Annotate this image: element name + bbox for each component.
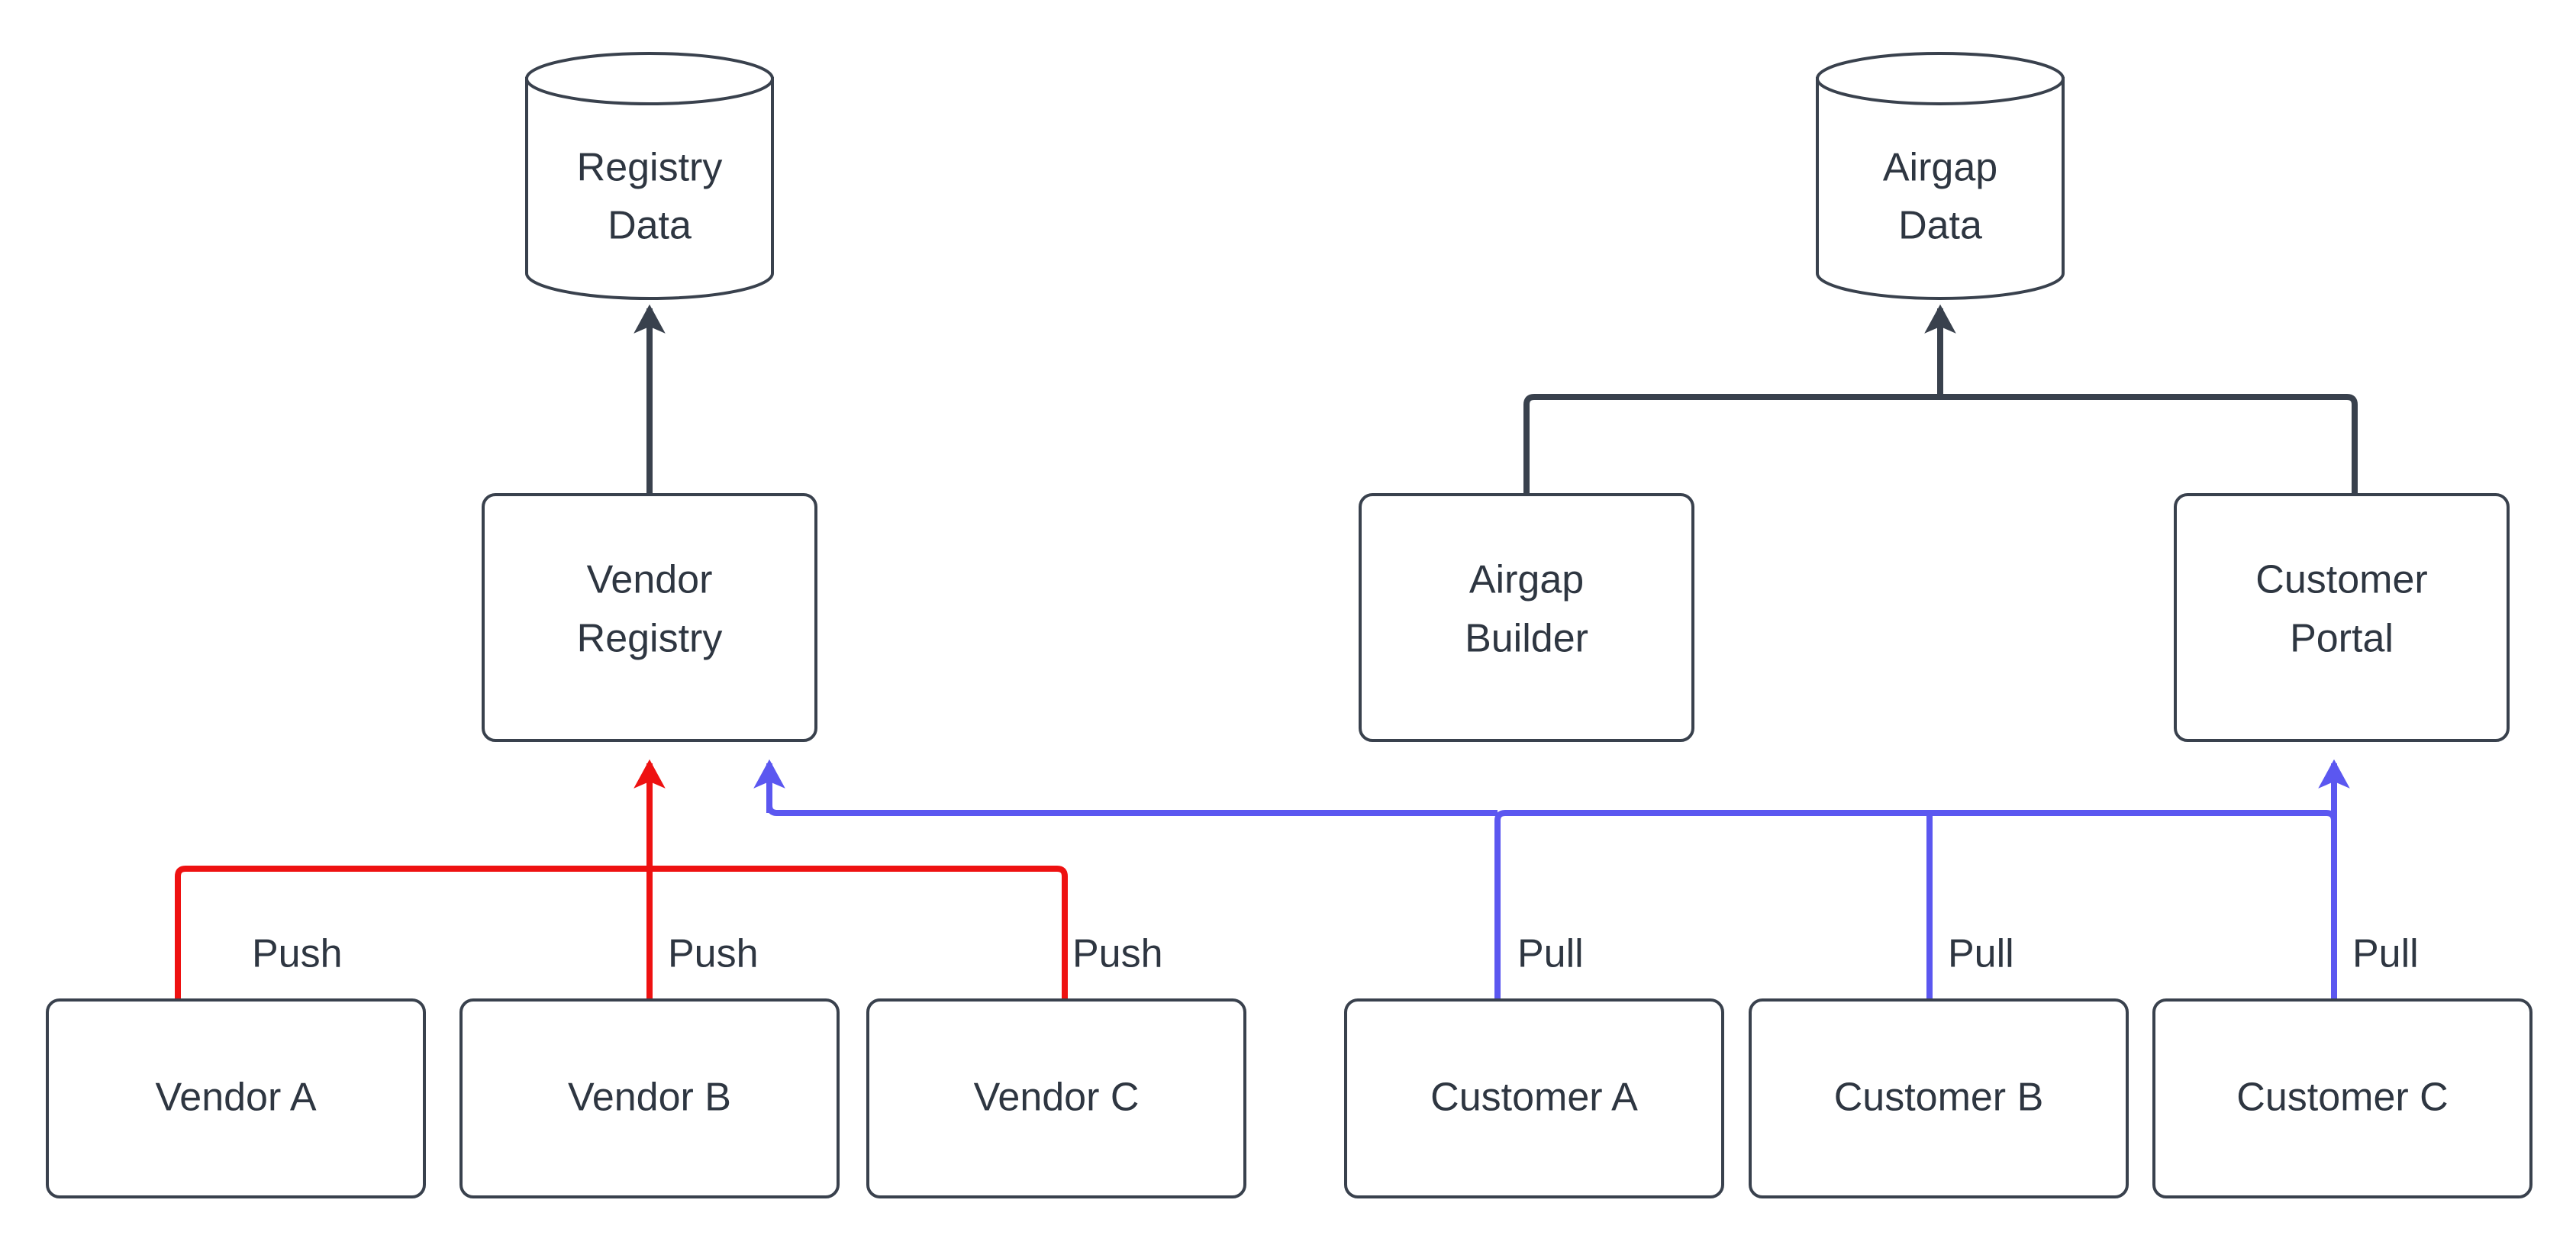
customer-c-label: Customer C	[2236, 1076, 2448, 1120]
registry-data-cylinder-top	[525, 52, 774, 105]
customer-portal-label-line2: Portal	[2290, 617, 2394, 661]
node-vendor-c[interactable]: Vendor C	[866, 998, 1246, 1198]
vendor-a-label: Vendor A	[155, 1076, 316, 1120]
customer-portal-box	[2174, 493, 2510, 742]
vendor-c-label: Vendor C	[974, 1076, 1140, 1120]
vendor-b-box	[459, 998, 840, 1198]
airgap-builder-label-line1: Airgap	[1469, 558, 1584, 602]
edge-label-push-vendor-a: Push	[252, 932, 343, 976]
vendor-registry-label-line1: Vendor	[587, 558, 713, 602]
customer-portal-label-line1: Customer	[2255, 558, 2427, 602]
node-vendor-b[interactable]: Vendor B	[459, 998, 840, 1198]
customer-c-box	[2152, 998, 2532, 1198]
vendor-registry-box	[482, 493, 817, 742]
node-airgap-builder[interactable]: Airgap Builder	[1359, 493, 1694, 742]
customer-b-label: Customer B	[1834, 1076, 2044, 1120]
edge-label-push-vendor-b: Push	[668, 932, 759, 976]
edge-label-push-vendor-c: Push	[1072, 932, 1163, 976]
vendor-b-label: Vendor B	[568, 1076, 731, 1120]
airgap-data-label-line1: Airgap	[1883, 146, 1997, 190]
node-customer-a[interactable]: Customer A	[1344, 998, 1724, 1198]
edge-label-pull-customer-c: Pull	[2352, 932, 2419, 976]
customer-a-box	[1344, 998, 1724, 1198]
node-airgap-data[interactable]: Airgap Data	[1816, 52, 2065, 300]
vendor-a-box	[46, 998, 426, 1198]
airgap-builder-label-line2: Builder	[1465, 617, 1588, 661]
edge-pull-bus-right	[1494, 810, 2337, 1000]
node-customer-portal[interactable]: Customer Portal	[2174, 493, 2510, 742]
vendor-registry-label-line2: Registry	[577, 617, 723, 661]
customer-b-box	[1749, 998, 2129, 1198]
node-registry-data[interactable]: Registry Data	[525, 52, 774, 300]
edge-label-pull-customer-b: Pull	[1948, 932, 2014, 976]
node-customer-c[interactable]: Customer C	[2152, 998, 2532, 1198]
node-vendor-registry[interactable]: Vendor Registry	[482, 493, 817, 742]
registry-data-cylinder-body	[525, 77, 774, 300]
airgap-data-cylinder-top	[1816, 52, 2065, 105]
customer-a-label: Customer A	[1430, 1076, 1638, 1120]
edge-pull-left-corner	[766, 805, 778, 816]
registry-data-label-line1: Registry	[577, 146, 723, 190]
vendor-c-box	[866, 998, 1246, 1198]
edge-airgap-bus	[1523, 394, 2358, 495]
node-vendor-a[interactable]: Vendor A	[46, 998, 426, 1198]
edge-label-pull-customer-a: Pull	[1517, 932, 1584, 976]
edge-push-bus	[175, 866, 1068, 1000]
airgap-data-label-line2: Data	[1898, 204, 1982, 248]
airgap-builder-box	[1359, 493, 1694, 742]
node-customer-b[interactable]: Customer B	[1749, 998, 2129, 1198]
airgap-data-cylinder-body	[1816, 77, 2065, 300]
registry-data-label-line2: Data	[608, 204, 692, 248]
